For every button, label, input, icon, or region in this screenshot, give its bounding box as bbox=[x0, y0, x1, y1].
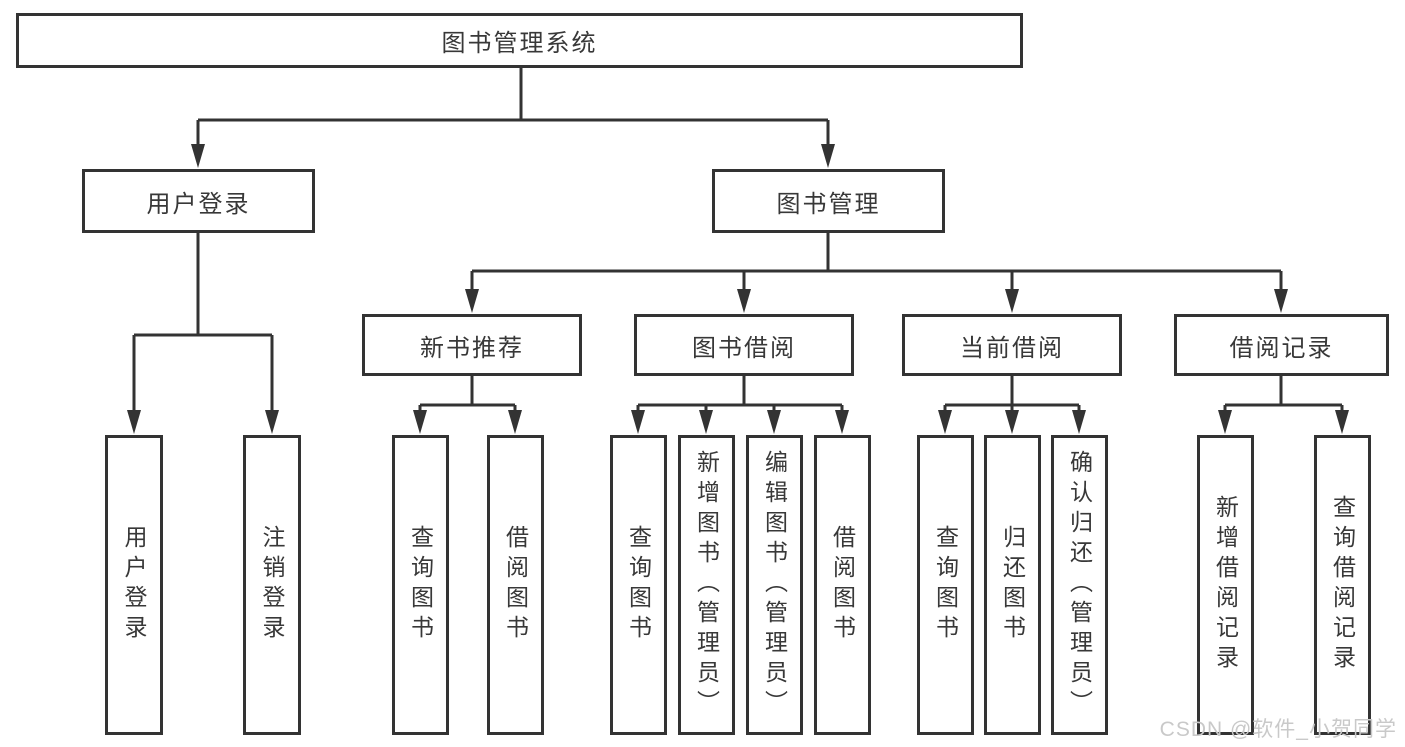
connector-bookmgmt-to-level3 bbox=[470, 233, 1283, 296]
leaf-add-borrow-record: 新增借阅记录 bbox=[1197, 435, 1254, 735]
node-label: 借阅记录 bbox=[1229, 334, 1334, 362]
arrow-down-icon bbox=[699, 410, 713, 434]
arrow-down-icon bbox=[1218, 410, 1232, 434]
leaf-add-books-admin: 新增图书（管理员） bbox=[678, 435, 735, 735]
node-user-login: 用户登录 bbox=[82, 169, 315, 233]
leaf-borrow-books-1: 借阅图书 bbox=[487, 435, 544, 735]
leaf-query-borrow-record: 查询借阅记录 bbox=[1314, 435, 1371, 735]
csdn-watermark: CSDN @软件_小贺同学 bbox=[1159, 718, 1397, 741]
arrow-down-icon bbox=[821, 144, 835, 168]
leaf-logout: 注销登录 bbox=[243, 435, 301, 735]
connector-records-to-leaves bbox=[1223, 376, 1344, 416]
leaf-query-books-3: 查询图书 bbox=[917, 435, 974, 735]
node-label: 新增借阅记录 bbox=[1212, 495, 1239, 675]
leaf-user-login: 用户登录 bbox=[105, 435, 163, 735]
arrow-down-icon bbox=[1335, 410, 1349, 434]
node-new-book-recommend: 新书推荐 bbox=[362, 314, 582, 376]
leaf-query-books-2: 查询图书 bbox=[610, 435, 667, 735]
arrow-down-icon bbox=[938, 410, 952, 434]
node-label: 查询图书 bbox=[625, 525, 652, 645]
arrow-down-icon bbox=[413, 410, 427, 434]
node-label: 用户登录 bbox=[121, 525, 147, 645]
leaf-borrow-books-2: 借阅图书 bbox=[814, 435, 871, 735]
node-label: 当前借阅 bbox=[960, 334, 1064, 362]
node-label: 确认归还（管理员） bbox=[1066, 450, 1093, 720]
arrow-down-icon bbox=[1005, 289, 1019, 313]
node-label: 查询借阅记录 bbox=[1329, 495, 1356, 675]
arrow-down-icon bbox=[1072, 410, 1086, 434]
node-label: 图书管理 bbox=[776, 190, 881, 218]
node-label: 图书借阅 bbox=[692, 334, 796, 362]
arrow-down-icon bbox=[1274, 289, 1288, 313]
arrow-down-icon bbox=[631, 410, 645, 434]
node-current-borrowing: 当前借阅 bbox=[902, 314, 1122, 376]
node-library-management-system: 图书管理系统 bbox=[16, 13, 1023, 68]
node-label: 注销登录 bbox=[259, 525, 285, 645]
node-label: 用户登录 bbox=[146, 190, 251, 218]
node-book-borrowing: 图书借阅 bbox=[634, 314, 854, 376]
connector-newbook-to-leaves bbox=[418, 376, 517, 416]
node-book-management: 图书管理 bbox=[712, 169, 945, 233]
leaf-edit-books-admin: 编辑图书（管理员） bbox=[746, 435, 803, 735]
leaf-confirm-return-admin: 确认归还（管理员） bbox=[1051, 435, 1108, 735]
node-label: 借阅图书 bbox=[829, 525, 856, 645]
arrow-down-icon bbox=[191, 144, 205, 168]
node-label: 新书推荐 bbox=[420, 334, 524, 362]
arrow-down-icon bbox=[465, 289, 479, 313]
arrow-down-icon bbox=[737, 289, 751, 313]
node-label: 新增图书（管理员） bbox=[693, 450, 720, 720]
arrow-down-icon bbox=[508, 410, 522, 434]
connector-userlogin-to-leaves bbox=[132, 233, 274, 416]
node-label: 归还图书 bbox=[999, 525, 1026, 645]
connector-root-to-level2 bbox=[196, 68, 830, 152]
node-label: 查询图书 bbox=[407, 525, 434, 645]
arrow-down-icon bbox=[835, 410, 849, 434]
arrow-down-icon bbox=[767, 410, 781, 434]
arrow-down-icon bbox=[127, 410, 141, 434]
connector-current-to-leaves bbox=[943, 376, 1081, 416]
arrow-down-icon bbox=[265, 410, 279, 434]
connector-borrow-to-leaves bbox=[636, 376, 844, 416]
arrow-down-icon bbox=[1005, 410, 1019, 434]
leaf-query-books-1: 查询图书 bbox=[392, 435, 449, 735]
node-label: 编辑图书（管理员） bbox=[761, 450, 788, 720]
node-label: 查询图书 bbox=[932, 525, 959, 645]
node-label: 借阅图书 bbox=[502, 525, 529, 645]
node-borrowing-records: 借阅记录 bbox=[1174, 314, 1389, 376]
node-label: 图书管理系统 bbox=[441, 30, 598, 57]
leaf-return-books: 归还图书 bbox=[984, 435, 1041, 735]
